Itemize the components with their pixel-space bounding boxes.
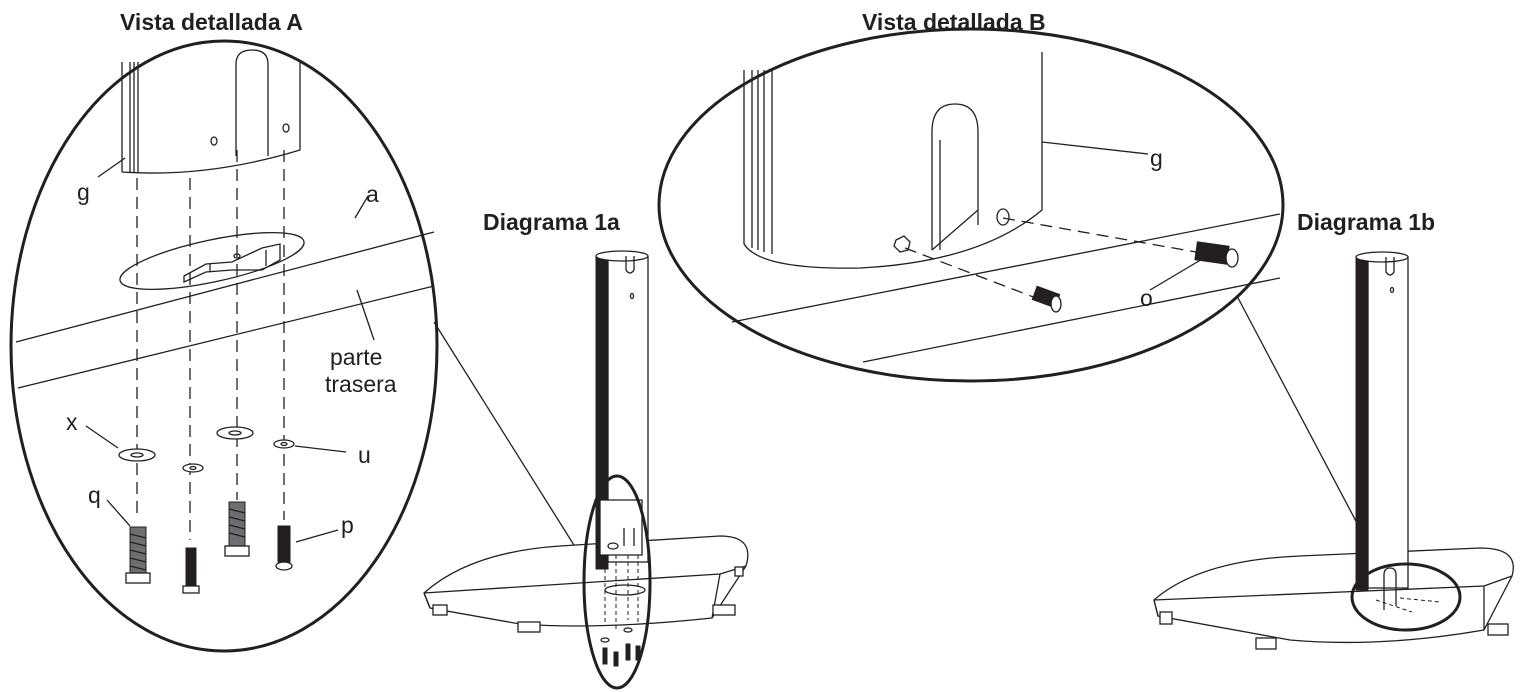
label-back-line1: parte [330,344,382,370]
diagram-1a-title: Diagrama 1a [483,209,620,235]
detail-view-b [657,27,1285,383]
label-a: a [366,181,379,207]
label-u: u [358,442,371,468]
connector-a [433,321,600,586]
diagram-1b-stand [1153,251,1514,650]
label-p: p [341,512,354,538]
label-g-detail-b: g [1150,145,1163,171]
detail-view-a [9,39,439,653]
label-g-detail-a: g [77,179,90,205]
label-o: o [1140,285,1153,311]
label-x: x [66,409,78,435]
label-q: q [88,482,101,508]
diagram-1a-stand [423,250,749,690]
label-back-line2: trasera [325,371,397,397]
diagram-1b-title: Diagrama 1b [1297,209,1435,235]
detail-view-a-title: Vista detallada A [120,9,303,35]
